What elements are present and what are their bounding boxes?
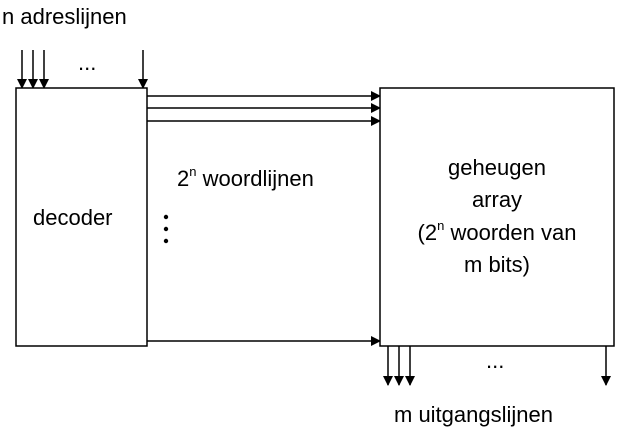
memory-label-line2: array — [472, 187, 522, 212]
output-ellipsis: ... — [486, 348, 504, 373]
vertical-ellipsis — [163, 214, 169, 244]
word-lines-text: woordlijnen — [196, 166, 313, 191]
memory-label-line1: geheugen — [448, 155, 546, 180]
decoder-label: decoder — [33, 205, 113, 230]
decoder-box — [15, 87, 148, 347]
address-lines-label: n adreslijnen — [2, 4, 127, 29]
memory-line3-open: (2 — [418, 220, 438, 245]
word-lines-exponent: n — [189, 164, 196, 179]
memory-label-line4: m bits) — [464, 252, 530, 277]
memory-array-box — [379, 87, 615, 347]
memory-line3-rest: woorden van — [444, 220, 576, 245]
output-arrows — [383, 346, 611, 386]
word-line-arrows — [147, 91, 381, 346]
address-ellipsis: ... — [78, 50, 96, 75]
address-input-arrows — [17, 50, 148, 89]
word-lines-label: 2n woordlijnen — [177, 164, 314, 191]
word-lines-base: 2 — [177, 166, 189, 191]
memory-label-line3: (2n woorden van — [418, 218, 577, 245]
output-lines-label: m uitgangslijnen — [394, 402, 553, 427]
memory-line3-exponent: n — [437, 218, 444, 233]
